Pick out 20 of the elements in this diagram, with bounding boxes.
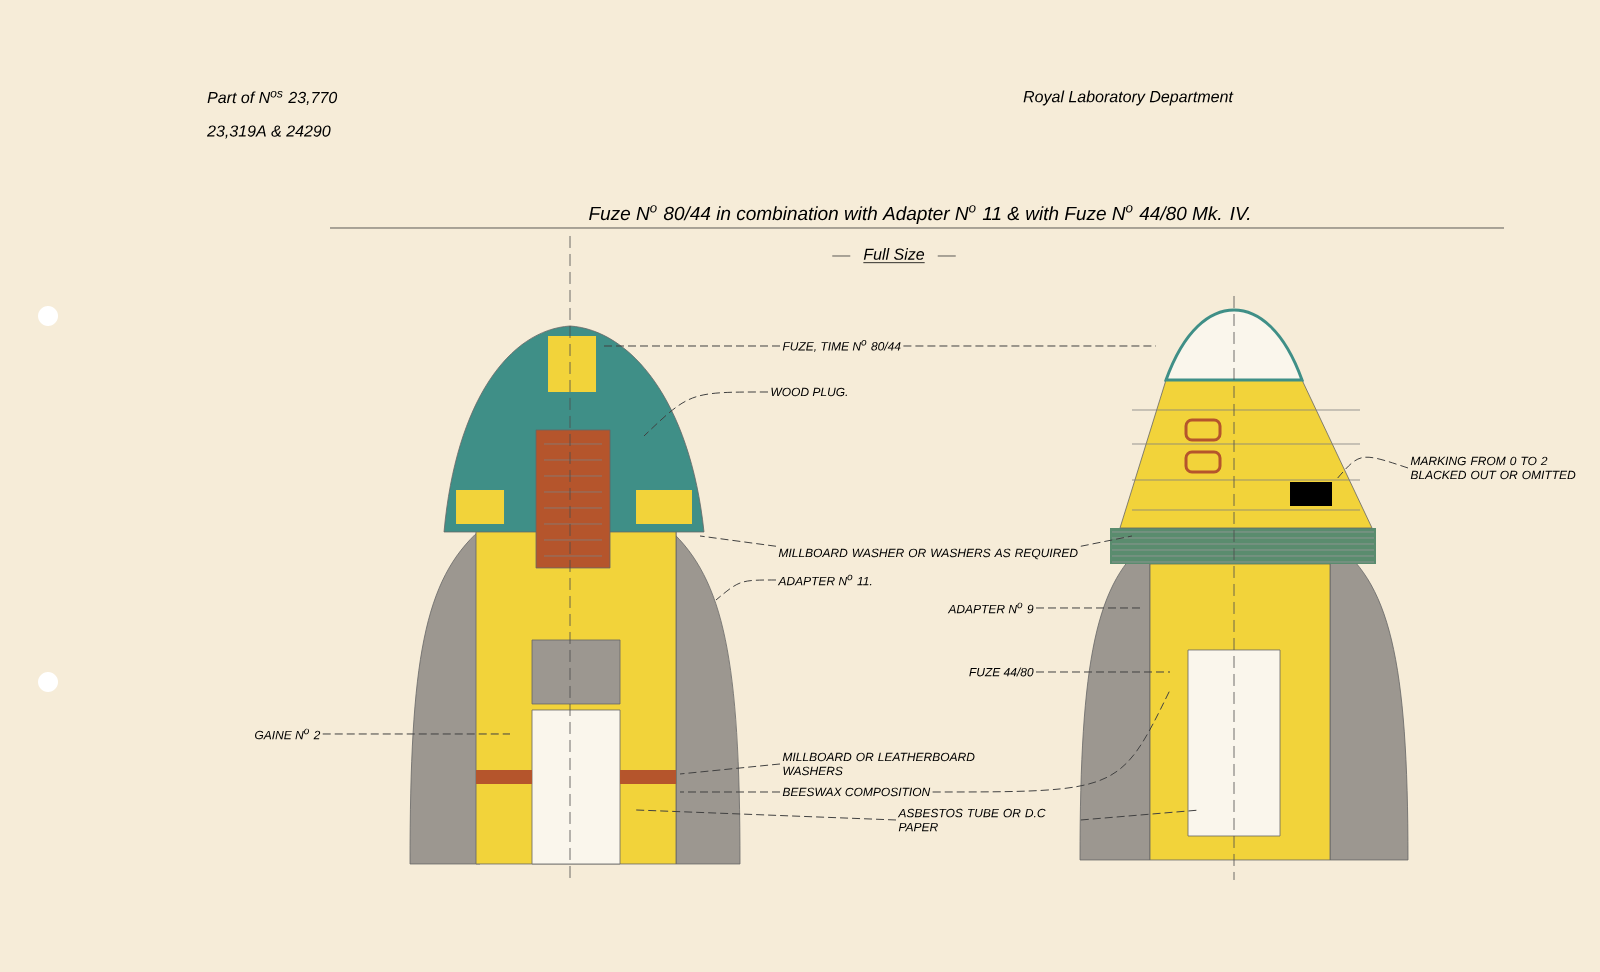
leader-line <box>1080 535 1133 547</box>
leader-line <box>1035 671 1171 673</box>
leader-line <box>679 791 781 793</box>
scale-note: Full Size <box>862 248 926 264</box>
leader-line <box>635 809 897 821</box>
leader-line <box>932 689 1171 793</box>
leader-line <box>902 345 1157 347</box>
leader-line <box>1080 809 1201 821</box>
title: Fuze N$^{o}$ 80/44 in combination with Adapter N$^{o}$ 11 & with Fuze N$^{o}$ 44/80 Mk. IV. <box>589 205 1250 224</box>
drawing-number: 23,319A & 24290 <box>207 125 331 139</box>
leader-line <box>679 763 781 775</box>
leader-line <box>643 391 769 437</box>
department-heading: Royal Laboratory Department <box>1023 90 1234 106</box>
leader-line <box>1035 607 1145 609</box>
drawing-number: Part of N$^{os}$ 23,770 <box>207 90 338 106</box>
leader-line <box>1335 456 1409 481</box>
leader-line <box>322 733 511 735</box>
leader-line <box>699 535 777 547</box>
leader-line <box>715 579 777 601</box>
leader-line <box>599 345 781 347</box>
